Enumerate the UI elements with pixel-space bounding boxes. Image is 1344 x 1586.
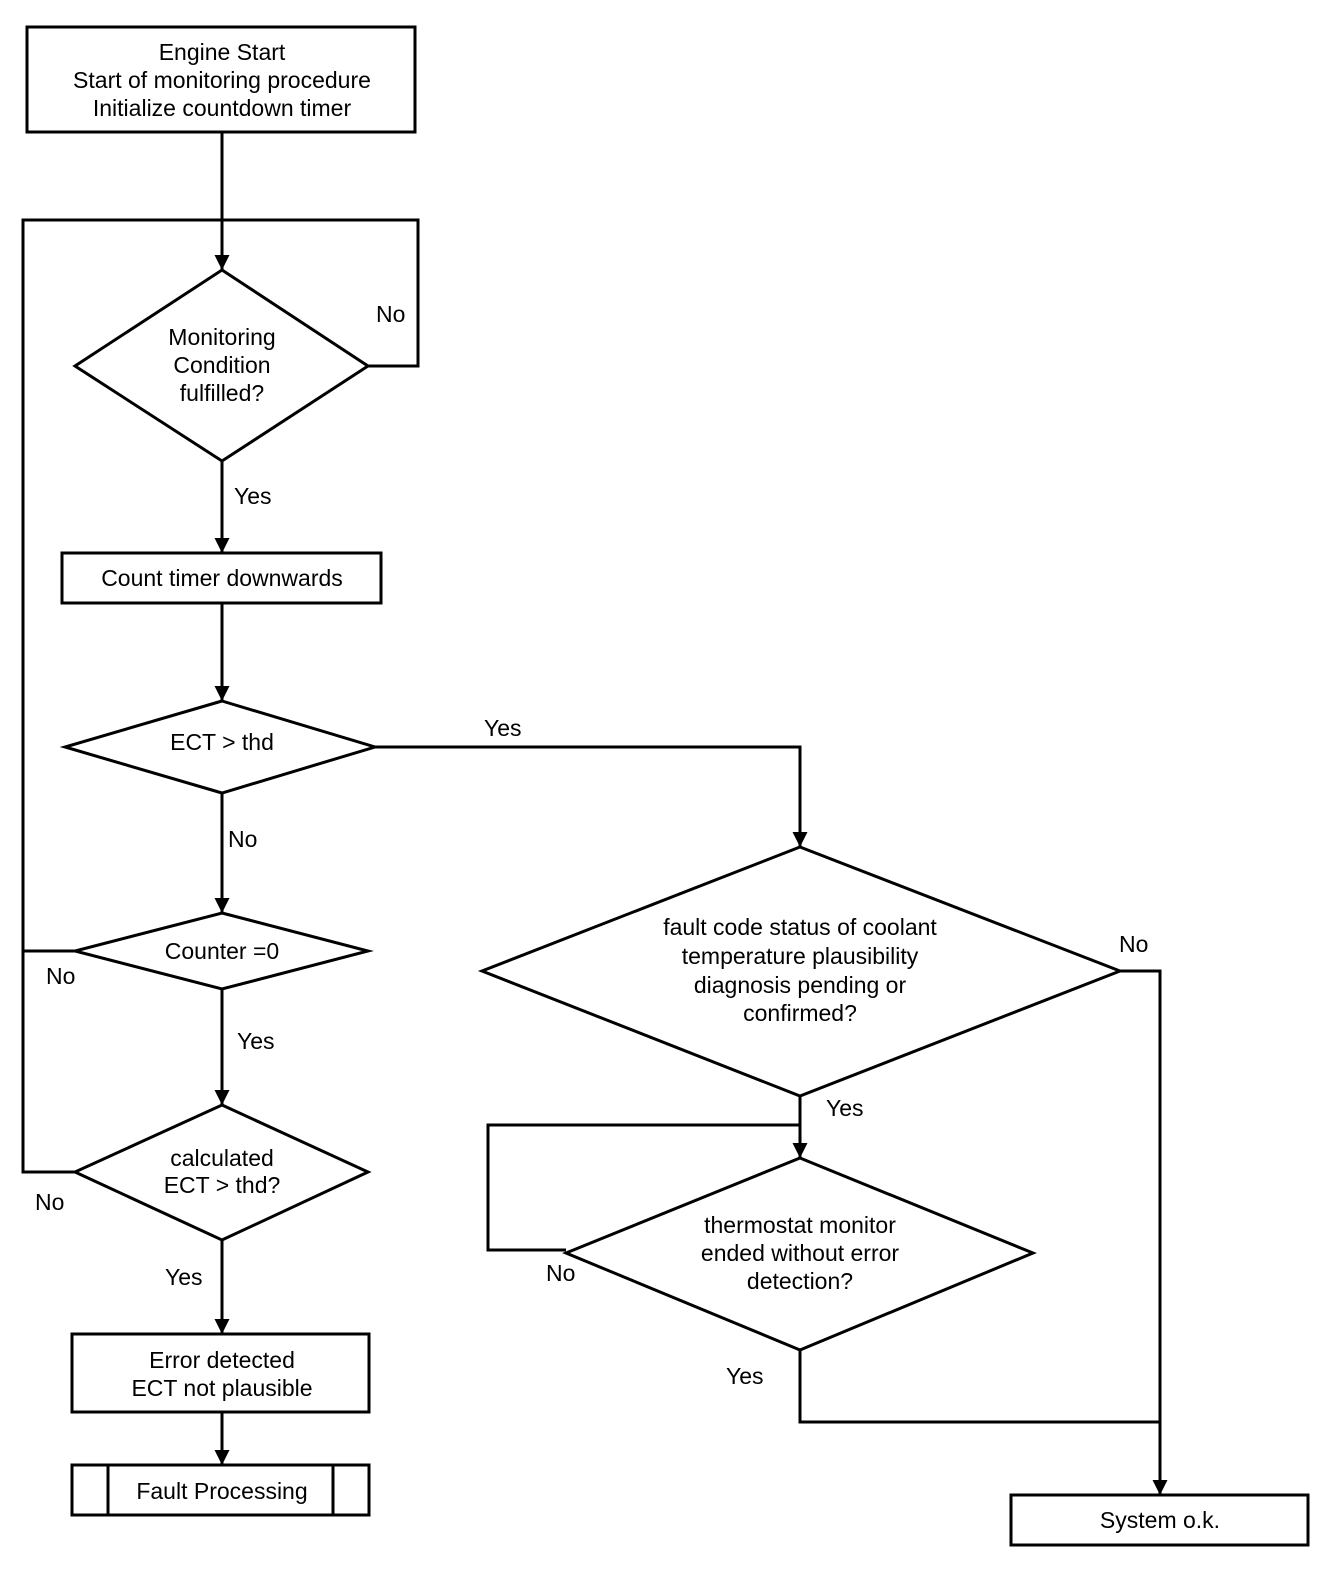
thermostat-line-2: ended without error: [701, 1240, 900, 1266]
edge-ect-yes: [375, 745, 808, 847]
edge-thermo-yes: [798, 1350, 1160, 1424]
monitoring-line-2: Condition: [173, 352, 270, 378]
fault-code-line-2: temperature plausibility: [682, 943, 919, 969]
counter-no-label: No: [46, 963, 75, 989]
fault-code-line-1: fault code status of coolant: [663, 914, 937, 940]
error-detected-line-2: ECT not plausible: [131, 1375, 312, 1401]
ect-decision: [59, 699, 381, 795]
fault-processing-label: Fault Processing: [136, 1478, 307, 1504]
count-timer-box: [60, 551, 383, 605]
thermostat-line-3: detection?: [747, 1268, 853, 1294]
edge-monitoring-no-loop: [222, 218, 420, 368]
fault-code-line-3: diagnosis pending or: [694, 972, 907, 998]
monitoring-decision: [72, 268, 371, 463]
ect-no-label: No: [228, 826, 257, 852]
start-line-3: Initialize countdown timer: [93, 95, 352, 121]
fault-code-line-4: confirmed?: [743, 1000, 857, 1026]
thermostat-decision: [562, 1156, 1037, 1352]
ect-yes-label: Yes: [484, 715, 522, 741]
counter-yes-label: Yes: [237, 1028, 275, 1054]
thermo-yes-label: Yes: [726, 1363, 764, 1389]
start-box: [25, 25, 417, 134]
counter-decision: [69, 911, 374, 991]
system-ok-box: [1009, 1493, 1310, 1547]
fault-code-decision: [477, 845, 1125, 1098]
monitoring-yes-label: Yes: [234, 483, 272, 509]
error-detected-line-1: Error detected: [149, 1347, 295, 1373]
counter-decision-label: Counter =0: [165, 938, 279, 964]
start-line-2: Start of monitoring procedure: [73, 67, 371, 93]
fault-yes-label: Yes: [826, 1095, 864, 1121]
calculated-line-2: ECT > thd?: [164, 1172, 281, 1198]
edge-calc-no-loop: [21, 218, 222, 1174]
monitoring-line-3: fulfilled?: [180, 380, 264, 406]
thermo-no-label: No: [546, 1260, 575, 1286]
count-timer-label: Count timer downwards: [101, 565, 343, 591]
calculated-ect-decision: [71, 1103, 372, 1242]
edge-fault-no: [1120, 969, 1168, 1495]
start-line-1: Engine Start: [159, 39, 286, 65]
thermostat-line-1: thermostat monitor: [704, 1212, 896, 1238]
fault-processing-box: [70, 1463, 371, 1517]
calc-no-label: No: [35, 1189, 64, 1215]
fault-no-label: No: [1119, 931, 1148, 957]
calculated-line-1: calculated: [170, 1145, 274, 1171]
monitoring-no-label: No: [376, 301, 405, 327]
system-ok-label: System o.k.: [1100, 1507, 1220, 1533]
monitoring-line-1: Monitoring: [168, 324, 275, 350]
ect-decision-label: ECT > thd: [170, 729, 274, 755]
error-detected-box: [70, 1332, 371, 1414]
calc-yes-label: Yes: [165, 1264, 203, 1290]
edge-thermo-no-loop: [486, 1123, 800, 1252]
